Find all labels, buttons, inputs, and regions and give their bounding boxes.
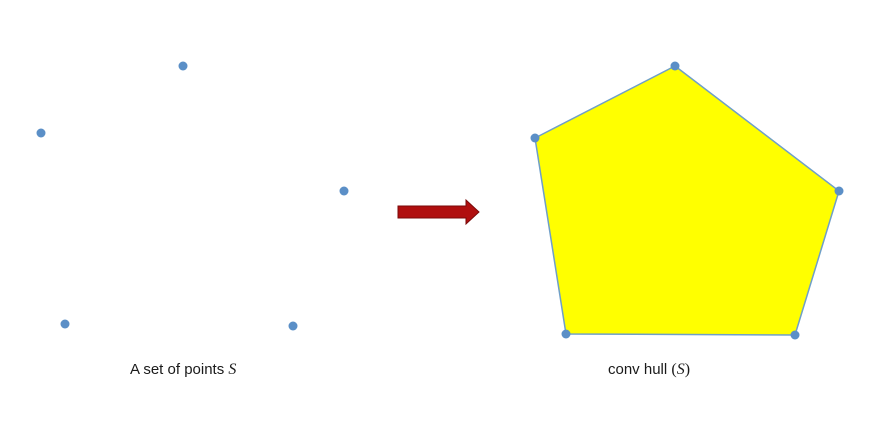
hull-vertex [561,329,571,339]
hull-polygon [534,65,840,336]
hull-vertex [670,61,680,71]
point [178,61,188,71]
point [60,319,70,329]
point [339,186,349,196]
transform-arrow [397,198,480,226]
point-set [36,61,349,331]
convex-hull [530,61,844,340]
hull-vertex [790,330,800,340]
right-caption-open: ( [671,361,676,378]
point [36,128,46,138]
right-caption-math: S [677,361,685,378]
hull-vertex [834,186,844,196]
right-caption-text: conv hull [608,361,671,378]
left-caption-math: S [228,361,236,378]
left-caption-text: A set of points [130,361,228,378]
arrow-icon [397,198,480,226]
right-caption: conv hull (S) [608,361,690,378]
right-caption-close: ) [685,361,690,378]
left-caption: A set of points S [130,361,236,378]
point [288,321,298,331]
hull-vertex [530,133,540,143]
